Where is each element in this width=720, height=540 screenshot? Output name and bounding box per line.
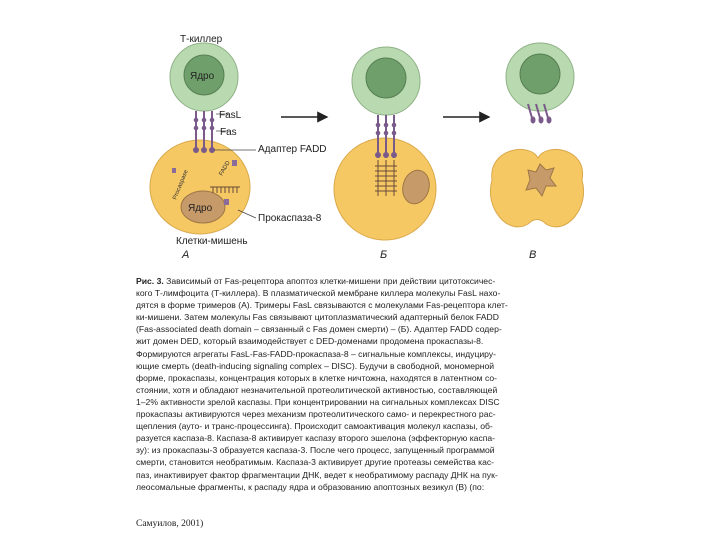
panel-b-label: Б bbox=[380, 249, 387, 261]
caption-line: ки-мишени. Затем молекулы Fas связывают … bbox=[136, 312, 499, 323]
fasl-fas-receptors-a bbox=[195, 111, 213, 150]
fadd-box-2 bbox=[172, 168, 176, 173]
target-nucleus-a bbox=[180, 190, 226, 224]
citation: Самуилов, 2001) bbox=[136, 519, 204, 529]
fasl-label: FasL bbox=[219, 110, 242, 121]
panel-c-label: В bbox=[529, 249, 536, 261]
caption-line: ющие смерть (death-inducing signaling co… bbox=[136, 360, 495, 371]
panel-c: В bbox=[490, 42, 584, 261]
target-nucleus-b bbox=[402, 169, 430, 205]
tkiller-nucleus-b bbox=[365, 57, 407, 99]
caption-line: леосомальные фрагменты, к распаду ядра и… bbox=[136, 481, 485, 492]
tkiller-nucleus-a bbox=[183, 54, 225, 96]
panel-b: Б bbox=[333, 46, 437, 261]
target-nucleus-label: Ядро bbox=[188, 203, 213, 214]
procaspase-chains-b bbox=[375, 160, 397, 196]
caption-line: дятся в форме тримеров (А). Тримеры FasL… bbox=[136, 300, 508, 311]
caption-line: 1–2% активности зрелой каспазы. При конц… bbox=[136, 396, 500, 407]
caption-line: щепления (ауто- и транс-процессинга). Пр… bbox=[136, 421, 493, 432]
tkiller-label: Т-киллер bbox=[180, 34, 223, 45]
adapter-fadd-label: Адаптер FADD bbox=[258, 144, 327, 155]
procaspase-box-1 bbox=[224, 199, 229, 205]
caption-text: Зависимый от Fas-рецептора апоптоз клетк… bbox=[136, 276, 508, 492]
caption-line: разуется каспаза-8. Каспаза-8 активирует… bbox=[136, 433, 496, 444]
target-cell-label: Клетки-мишень bbox=[176, 236, 248, 247]
caption-line: смерти, становится необратимым. Каспаза-… bbox=[136, 457, 495, 468]
detached-fasl-c bbox=[527, 103, 549, 119]
tkiller-nucleus-c bbox=[519, 53, 561, 95]
procaspase-label: Прокаспаза-8 bbox=[258, 213, 322, 224]
caption-line: паз, инактивирует фактор фрагментации ДН… bbox=[136, 469, 498, 480]
caption-line: Зависимый от Fas-рецептора апоптоз клетк… bbox=[166, 276, 496, 286]
caption-line: Формируются агрегаты FasL-Fas-FADD-прока… bbox=[136, 348, 497, 359]
fasl-fas-receptors-b bbox=[377, 115, 395, 158]
caption-line: зу): из прокаспазы-3 образуется каспаза-… bbox=[136, 445, 495, 456]
caption-line: жит домен DED, который взаимодействует с… bbox=[136, 336, 484, 347]
caption-line: форме, прокаспазы, концентрация которых … bbox=[136, 372, 498, 383]
caption-label: Рис. 3. bbox=[136, 276, 164, 286]
caption-line: стоянии, хотя и обладают незначительной … bbox=[136, 384, 498, 395]
fragmented-nucleus-c bbox=[525, 163, 557, 198]
fas-label: Fas bbox=[220, 127, 237, 138]
tkiller-nucleus-label: Ядро bbox=[190, 71, 215, 82]
panel-a: Ядро Procaspase FADD Ядро bbox=[149, 34, 327, 261]
procaspase-marks-a bbox=[210, 186, 240, 193]
caption-line: прокаспазы активируются через механизм п… bbox=[136, 409, 496, 420]
figure-caption: Рис. 3. Зависимый от Fas-рецептора апопт… bbox=[136, 275, 606, 493]
caption-line: (Fas-associated death domain – связанный… bbox=[136, 324, 502, 335]
caption-line: кого Т-лимфоцита (Т-киллера). В плазмати… bbox=[136, 288, 501, 299]
fadd-box-1 bbox=[232, 160, 237, 166]
panel-a-label: А bbox=[181, 249, 189, 261]
